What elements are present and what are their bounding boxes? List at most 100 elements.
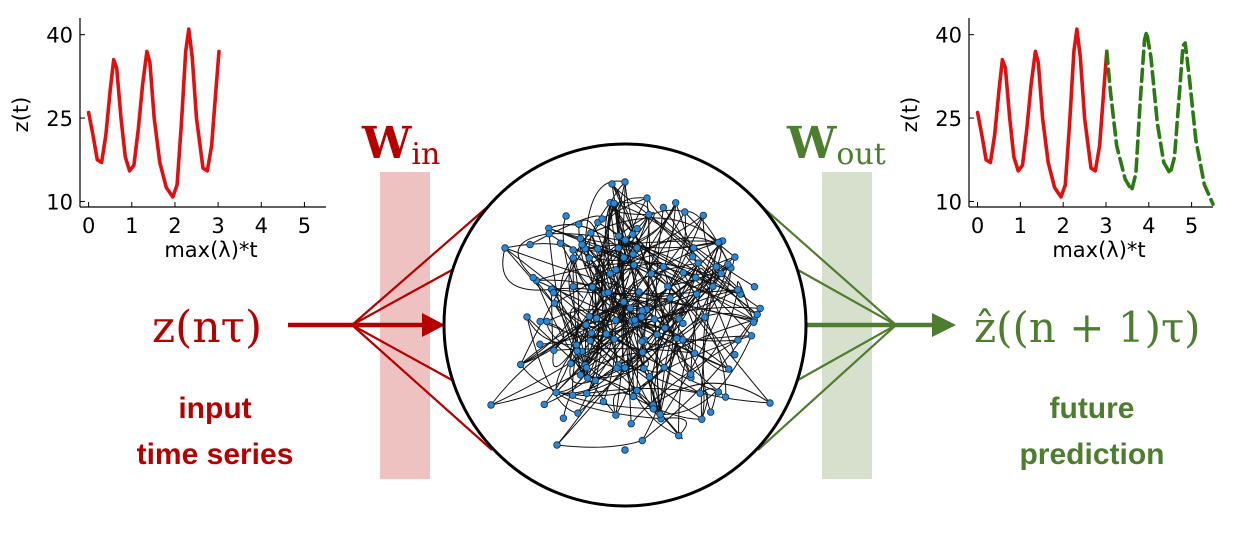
x-tick-label: 3 — [211, 214, 224, 238]
network-edge — [532, 277, 581, 375]
network-node — [585, 254, 593, 262]
network-node — [630, 261, 638, 269]
network-node — [556, 239, 565, 247]
network-node — [604, 288, 612, 297]
network-edge — [555, 262, 699, 393]
network-node — [569, 282, 577, 291]
network-edge — [641, 314, 758, 441]
network-node — [584, 374, 592, 382]
x-axis-label: max(λ)*t — [164, 238, 257, 262]
network-node — [650, 315, 659, 323]
network-node — [638, 307, 646, 315]
output-caption-line2: prediction — [1019, 438, 1164, 471]
network-edge — [601, 183, 621, 220]
network-node — [734, 336, 742, 344]
network-node — [627, 420, 635, 428]
network-node — [501, 244, 509, 252]
network-node — [552, 388, 560, 397]
network-edge — [621, 301, 679, 437]
network-node — [709, 282, 717, 291]
network-edge — [502, 247, 552, 291]
network-node — [633, 386, 641, 395]
network-node — [621, 446, 629, 454]
network-node — [721, 393, 730, 401]
network-node — [693, 290, 701, 298]
network-node — [629, 392, 637, 401]
network-node — [614, 244, 623, 252]
network-edge — [636, 335, 752, 391]
network-edge — [584, 180, 626, 249]
x-tick-label: 0 — [82, 214, 95, 238]
network-node — [694, 259, 702, 267]
network-node — [699, 211, 707, 220]
network-node — [553, 441, 561, 449]
network-edge — [539, 254, 634, 345]
network-node — [526, 240, 534, 249]
network-node — [649, 405, 658, 413]
network-node — [661, 324, 669, 332]
network-edge — [504, 247, 755, 321]
x-tick-label: 5 — [298, 214, 311, 238]
network-node — [707, 408, 715, 416]
network-node — [631, 316, 639, 324]
network-node — [606, 270, 614, 278]
network-node — [536, 317, 544, 326]
network-node — [572, 341, 581, 349]
network-edge — [699, 388, 716, 413]
network-node — [675, 431, 683, 440]
x-tick-label: 3 — [1099, 214, 1112, 238]
input-caption-line1: input — [178, 392, 251, 425]
y-tick-label: 40 — [46, 24, 73, 48]
output-caption-line1: future — [1050, 392, 1135, 425]
network-node — [620, 253, 628, 262]
network-edge — [581, 214, 650, 352]
network-node — [660, 363, 668, 372]
y-tick-label: 25 — [935, 107, 962, 131]
network-node — [594, 245, 602, 253]
network-node — [621, 178, 629, 186]
network-node — [659, 263, 668, 271]
network-node — [638, 348, 647, 356]
network-node — [578, 240, 586, 249]
network-edge — [560, 257, 583, 352]
network-edge — [654, 207, 664, 419]
network-node — [615, 232, 623, 240]
network-node — [640, 364, 648, 373]
x-tick-label: 2 — [168, 214, 181, 238]
input-caption-line2: time series — [137, 438, 294, 471]
network-node — [591, 376, 600, 385]
network-node — [679, 319, 687, 328]
network-node — [587, 329, 596, 337]
x-tick-label: 2 — [1056, 214, 1069, 238]
network-node — [687, 370, 695, 378]
network-edge — [652, 382, 771, 406]
network-node — [659, 203, 668, 212]
network-node — [673, 334, 681, 343]
network-node — [750, 318, 758, 326]
network-node — [545, 230, 553, 238]
network-edge — [618, 247, 696, 354]
input-symbol: z(nτ) — [152, 302, 262, 353]
network-node — [586, 337, 594, 345]
network-node — [612, 411, 620, 419]
output-weight-subscript: out — [836, 137, 885, 172]
output-symbol: ẑ((n + 1)τ) — [974, 303, 1201, 352]
network-node — [714, 388, 722, 396]
network-node — [612, 266, 620, 274]
network-node — [717, 269, 725, 278]
network-edge — [555, 391, 662, 420]
network-node — [714, 238, 723, 247]
network-node — [647, 270, 655, 278]
input-fan-lines — [351, 202, 493, 451]
network-edge — [601, 203, 615, 340]
network-edge — [586, 319, 636, 394]
network-node — [592, 314, 601, 322]
network-node — [569, 254, 577, 262]
network-node — [543, 317, 551, 326]
network-edge — [623, 262, 699, 302]
network-node — [608, 180, 616, 188]
network-edge — [661, 417, 687, 436]
